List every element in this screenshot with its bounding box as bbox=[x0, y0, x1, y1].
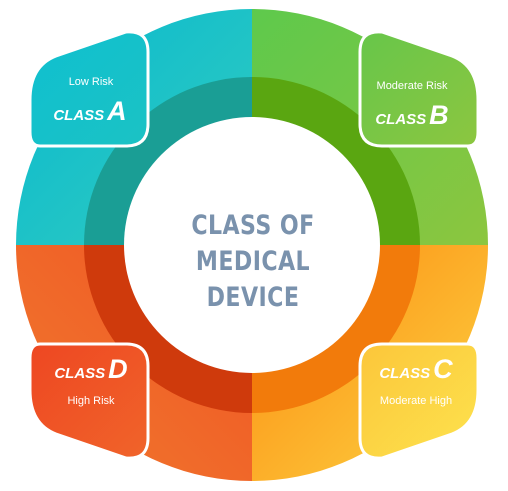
class-letter: C bbox=[433, 354, 453, 384]
class-letter: A bbox=[107, 96, 127, 126]
class-word: CLASS bbox=[375, 111, 427, 128]
card-class-b-bg bbox=[358, 30, 480, 148]
card-class-c-bg bbox=[358, 342, 480, 460]
class-word: CLASS bbox=[53, 107, 105, 124]
center-title-line-2: DEVICE bbox=[206, 282, 300, 313]
risk-label: Low Risk bbox=[68, 76, 114, 88]
class-word: CLASS bbox=[54, 365, 106, 382]
risk-label: Moderate High bbox=[379, 395, 453, 407]
class-letter: D bbox=[108, 354, 128, 384]
risk-label: Moderate Risk bbox=[376, 80, 448, 92]
center-circle bbox=[124, 117, 380, 373]
card-class-a-bg bbox=[28, 30, 150, 148]
risk-label: High Risk bbox=[67, 395, 115, 407]
card-class-d-bg bbox=[28, 342, 150, 460]
center-title: CLASS OF MEDICAL DEVICE bbox=[151, 208, 356, 316]
center-title-line-1: CLASS OF MEDICAL bbox=[191, 210, 315, 277]
class-word: CLASS bbox=[379, 365, 431, 382]
class-letter: B bbox=[429, 100, 449, 130]
